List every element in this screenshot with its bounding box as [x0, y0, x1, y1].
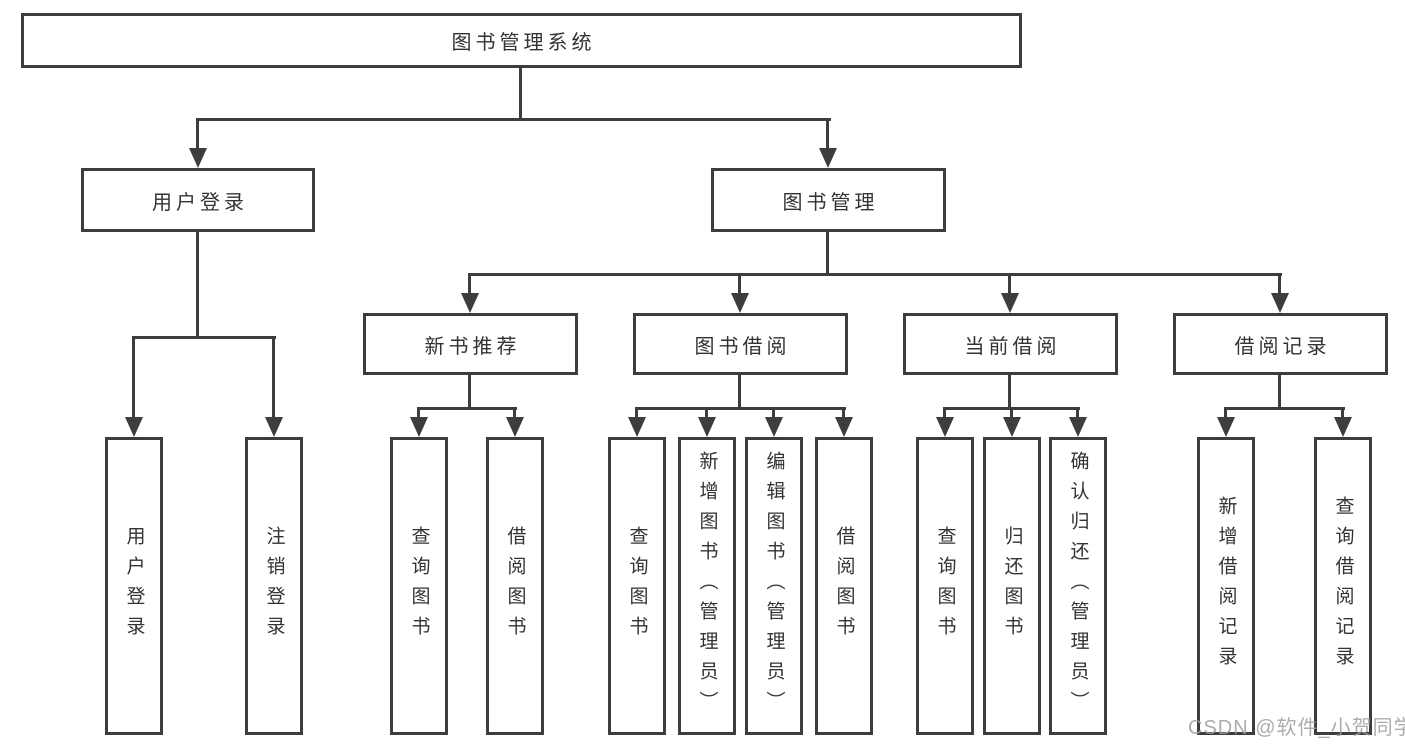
connector-vline [1278, 273, 1281, 293]
connector-vline [468, 273, 471, 293]
arrow-down-icon [936, 417, 954, 437]
arrow-down-icon [819, 148, 837, 168]
node-new-book-recommend: 新书推荐 [363, 313, 578, 375]
leaf-query-borrow-record-label: 查询借阅记录 [1332, 496, 1354, 676]
connector-hline [132, 336, 276, 339]
connector-vline [826, 232, 829, 273]
connector-hline [635, 407, 846, 410]
leaf-query-books-current-label: 查询图书 [934, 526, 956, 646]
node-user-login: 用户登录 [81, 168, 315, 232]
node-current-borrow-label: 当前借阅 [964, 335, 1061, 358]
leaf-add-borrow-record-label: 新增借阅记录 [1215, 496, 1237, 676]
arrow-down-icon [835, 417, 853, 437]
connector-hline [197, 118, 831, 121]
leaf-confirm-return-admin: 确认归还（管理员） [1049, 437, 1107, 735]
arrow-down-icon [461, 293, 479, 313]
connector-vline [196, 232, 199, 336]
arrow-down-icon [410, 417, 428, 437]
arrow-down-icon [1003, 417, 1021, 437]
connector-vline [635, 407, 638, 417]
leaf-borrow-books: 借阅图书 [815, 437, 873, 735]
connector-hline [417, 407, 517, 410]
connector-vline [272, 336, 275, 419]
node-root-label: 图书管理系统 [451, 32, 596, 54]
node-user-login-label: 用户登录 [152, 191, 248, 214]
node-borrow-records: 借阅记录 [1173, 313, 1388, 375]
connector-vline [826, 118, 829, 150]
connector-vline [1008, 273, 1011, 293]
leaf-borrow-books-label: 借阅图书 [833, 526, 855, 646]
leaf-add-books-admin: 新增图书（管理员） [678, 437, 736, 735]
connector-vline [519, 68, 522, 118]
leaf-return-books-label: 归还图书 [1001, 526, 1023, 646]
csdn-watermark: CSDN @软件_小贺同学 [1188, 717, 1405, 739]
connector-vline [1278, 375, 1281, 407]
connector-vline [1010, 407, 1013, 417]
arrow-down-icon [1001, 293, 1019, 313]
connector-vline [738, 273, 741, 293]
connector-vline [1341, 407, 1344, 417]
connector-hline [468, 273, 1282, 276]
leaf-borrow-books-recommend-label: 借阅图书 [504, 526, 526, 646]
node-borrow-records-label: 借阅记录 [1234, 335, 1331, 358]
leaf-query-books-borrow: 查询图书 [608, 437, 666, 735]
node-root: 图书管理系统 [21, 13, 1022, 68]
connector-vline [468, 375, 471, 407]
arrow-down-icon [731, 293, 749, 313]
leaf-query-borrow-record: 查询借阅记录 [1314, 437, 1372, 735]
node-book-management-label: 图书管理 [782, 191, 879, 214]
arrow-down-icon [628, 417, 646, 437]
leaf-user-login: 用户登录 [105, 437, 163, 735]
leaf-query-books-borrow-label: 查询图书 [626, 526, 648, 646]
connector-vline [1224, 407, 1227, 417]
node-current-borrow: 当前借阅 [903, 313, 1118, 375]
leaf-confirm-return-admin-label: 确认归还（管理员） [1067, 451, 1089, 721]
leaf-logout-label: 注销登录 [263, 526, 285, 646]
arrow-down-icon [125, 417, 143, 437]
leaf-edit-books-admin: 编辑图书（管理员） [745, 437, 803, 735]
connector-vline [513, 407, 516, 417]
leaf-edit-books-admin-label: 编辑图书（管理员） [763, 451, 785, 721]
arrow-down-icon [1334, 417, 1352, 437]
arrow-down-icon [1217, 417, 1235, 437]
leaf-logout: 注销登录 [245, 437, 303, 735]
leaf-query-books-recommend-label: 查询图书 [408, 526, 430, 646]
node-book-borrow: 图书借阅 [633, 313, 848, 375]
node-new-book-recommend-label: 新书推荐 [424, 335, 521, 358]
connector-vline [196, 118, 199, 150]
leaf-query-books-current: 查询图书 [916, 437, 974, 735]
leaf-borrow-books-recommend: 借阅图书 [486, 437, 544, 735]
arrow-down-icon [265, 417, 283, 437]
connector-vline [417, 407, 420, 417]
leaf-add-borrow-record: 新增借阅记录 [1197, 437, 1255, 735]
arrow-down-icon [506, 417, 524, 437]
arrow-down-icon [698, 417, 716, 437]
leaf-return-books: 归还图书 [983, 437, 1041, 735]
arrow-down-icon [765, 417, 783, 437]
connector-hline [1224, 407, 1345, 410]
connector-vline [943, 407, 946, 417]
connector-vline [132, 336, 135, 419]
node-book-management: 图书管理 [711, 168, 946, 232]
connector-vline [738, 375, 741, 407]
arrow-down-icon [1271, 293, 1289, 313]
connector-vline [842, 407, 845, 417]
leaf-add-books-admin-label: 新增图书（管理员） [696, 451, 718, 721]
connector-vline [705, 407, 708, 417]
connector-vline [772, 407, 775, 417]
node-book-borrow-label: 图书借阅 [694, 335, 791, 358]
arrow-down-icon [1069, 417, 1087, 437]
connector-vline [1076, 407, 1079, 417]
leaf-user-login-label: 用户登录 [123, 526, 145, 646]
connector-vline [1008, 375, 1011, 407]
arrow-down-icon [189, 148, 207, 168]
leaf-query-books-recommend: 查询图书 [390, 437, 448, 735]
